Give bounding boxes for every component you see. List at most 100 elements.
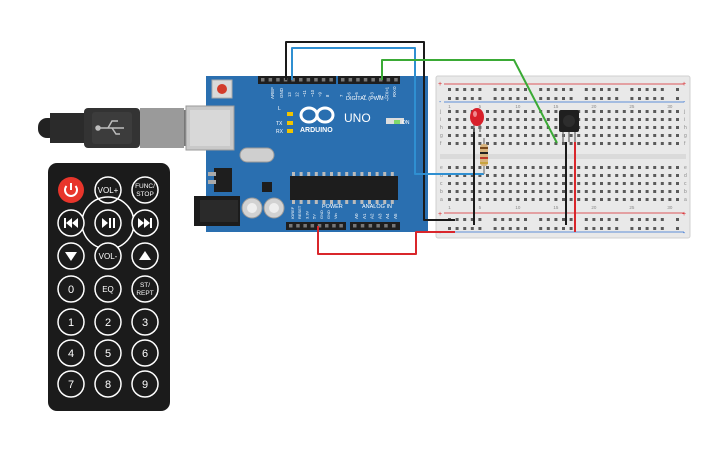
power-button[interactable] (58, 177, 84, 203)
terminal-hole[interactable] (516, 190, 520, 193)
rail-hole[interactable] (562, 218, 565, 221)
terminal-hole[interactable] (493, 110, 497, 113)
rail-hole[interactable] (455, 227, 459, 230)
terminal-hole[interactable] (668, 190, 672, 193)
terminal-hole[interactable] (448, 126, 451, 129)
terminal-hole[interactable] (539, 118, 543, 121)
terminal-hole[interactable] (448, 166, 451, 169)
terminal-hole[interactable] (660, 142, 664, 145)
terminal-hole[interactable] (546, 110, 550, 113)
header-hole[interactable] (363, 78, 368, 82)
terminal-hole[interactable] (524, 142, 527, 145)
terminal-hole[interactable] (524, 198, 527, 201)
terminal-hole[interactable] (478, 174, 482, 177)
terminal-hole[interactable] (501, 134, 505, 137)
rail-hole[interactable] (455, 97, 459, 100)
rail-hole[interactable] (653, 218, 657, 221)
terminal-hole[interactable] (569, 166, 573, 169)
rail-hole[interactable] (584, 218, 588, 221)
rail-hole[interactable] (539, 97, 543, 100)
terminal-hole[interactable] (607, 182, 611, 185)
terminal-hole[interactable] (660, 110, 664, 113)
arduino-uno-board[interactable]: ARDUINO UNO L TX RX ON DIGITAL (PWM~) AR… (185, 76, 428, 232)
terminal-hole[interactable] (493, 142, 497, 145)
terminal-hole[interactable] (554, 198, 558, 201)
terminal-hole[interactable] (524, 174, 527, 177)
terminal-hole[interactable] (501, 142, 505, 145)
terminal-hole[interactable] (584, 126, 588, 129)
terminal-hole[interactable] (645, 142, 649, 145)
terminal-hole[interactable] (615, 198, 619, 201)
rail-hole[interactable] (493, 218, 497, 221)
terminal-hole[interactable] (546, 174, 550, 177)
terminal-hole[interactable] (546, 198, 550, 201)
terminal-hole[interactable] (501, 198, 505, 201)
red-led[interactable] (470, 108, 484, 132)
terminal-hole[interactable] (554, 126, 558, 129)
terminal-hole[interactable] (486, 142, 489, 145)
terminal-hole[interactable] (668, 198, 672, 201)
terminal-hole[interactable] (622, 174, 626, 177)
header-hole[interactable] (386, 78, 391, 82)
terminal-hole[interactable] (486, 190, 489, 193)
digit-0-button[interactable]: 0 (57, 275, 85, 303)
terminal-hole[interactable] (577, 198, 581, 201)
terminal-hole[interactable] (653, 118, 657, 121)
terminal-hole[interactable] (615, 142, 619, 145)
terminal-hole[interactable] (668, 134, 672, 137)
terminal-hole[interactable] (622, 166, 626, 169)
rail-hole[interactable] (455, 218, 459, 221)
terminal-hole[interactable] (660, 134, 664, 137)
rail-hole[interactable] (470, 227, 474, 230)
terminal-hole[interactable] (584, 198, 588, 201)
rail-hole[interactable] (592, 218, 596, 221)
func-stop-button[interactable]: FUNC/ STOP (131, 176, 159, 204)
terminal-hole[interactable] (653, 174, 657, 177)
terminal-hole[interactable] (615, 190, 619, 193)
terminal-hole[interactable] (592, 142, 596, 145)
terminal-hole[interactable] (531, 134, 535, 137)
terminal-hole[interactable] (463, 182, 467, 185)
rail-hole[interactable] (653, 88, 657, 91)
terminal-hole[interactable] (622, 198, 626, 201)
terminal-hole[interactable] (630, 174, 634, 177)
terminal-hole[interactable] (660, 126, 664, 129)
terminal-hole[interactable] (607, 142, 611, 145)
terminal-hole[interactable] (508, 166, 512, 169)
header-hole[interactable] (376, 224, 380, 228)
terminal-hole[interactable] (622, 118, 626, 121)
terminal-hole[interactable] (486, 118, 489, 121)
terminal-hole[interactable] (448, 174, 451, 177)
terminal-hole[interactable] (508, 174, 512, 177)
terminal-hole[interactable] (577, 142, 581, 145)
rail-hole[interactable] (516, 88, 520, 91)
terminal-hole[interactable] (486, 126, 489, 129)
terminal-hole[interactable] (676, 142, 679, 145)
terminal-hole[interactable] (615, 126, 619, 129)
terminal-hole[interactable] (645, 182, 649, 185)
rail-hole[interactable] (448, 97, 451, 100)
terminal-hole[interactable] (501, 110, 505, 113)
terminal-hole[interactable] (508, 110, 512, 113)
terminal-hole[interactable] (531, 126, 535, 129)
terminal-hole[interactable] (463, 118, 467, 121)
terminal-hole[interactable] (676, 110, 679, 113)
rail-hole[interactable] (600, 97, 603, 100)
terminal-hole[interactable] (554, 166, 558, 169)
rail-hole[interactable] (478, 218, 482, 221)
digit-6-button[interactable]: 6 (131, 339, 159, 367)
rail-hole[interactable] (508, 218, 512, 221)
terminal-hole[interactable] (562, 198, 565, 201)
terminal-hole[interactable] (554, 134, 558, 137)
terminal-hole[interactable] (630, 166, 634, 169)
rail-hole[interactable] (569, 97, 573, 100)
terminal-hole[interactable] (531, 118, 535, 121)
terminal-hole[interactable] (645, 198, 649, 201)
terminal-hole[interactable] (676, 174, 679, 177)
header-hole[interactable] (299, 78, 303, 82)
terminal-hole[interactable] (630, 142, 634, 145)
terminal-hole[interactable] (622, 126, 626, 129)
terminal-hole[interactable] (676, 134, 679, 137)
terminal-hole[interactable] (592, 182, 596, 185)
rail-hole[interactable] (554, 218, 558, 221)
